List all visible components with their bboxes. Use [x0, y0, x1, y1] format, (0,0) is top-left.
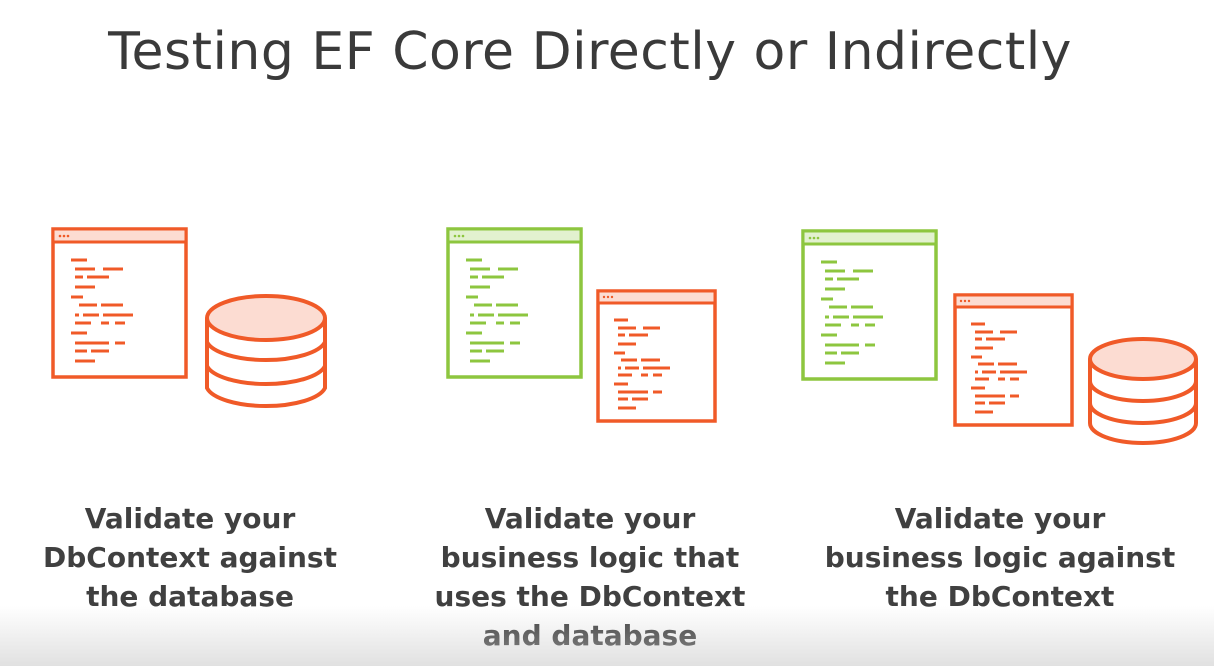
caption-line: the DbContext — [885, 580, 1115, 613]
code-window-icon — [596, 289, 717, 423]
panel-caption-db-context: Validate your DbContext against the data… — [10, 499, 370, 616]
code-window-icon — [51, 227, 188, 379]
caption-line: Validate your — [894, 502, 1106, 535]
slide-title: Testing EF Core Directly or Indirectly — [108, 22, 1072, 82]
code-window-icon — [953, 293, 1074, 427]
code-window-icon — [801, 229, 938, 381]
code-window-icon — [446, 227, 583, 379]
caption-line: DbContext against — [43, 541, 337, 574]
panel-caption-business-logic-context: Validate your business logic against the… — [810, 499, 1190, 616]
caption-line: Validate your — [84, 502, 296, 535]
caption-line: business logic against — [824, 541, 1176, 574]
caption-line: uses the DbContext — [434, 580, 746, 613]
database-icon — [1088, 337, 1198, 445]
caption-line: Validate your — [484, 502, 696, 535]
database-icon — [205, 294, 327, 408]
caption-line: and database — [482, 619, 698, 652]
caption-line: business logic that — [440, 541, 740, 574]
panel-caption-business-logic-db: Validate your business logic that uses t… — [405, 499, 775, 655]
caption-line: the database — [86, 580, 294, 613]
